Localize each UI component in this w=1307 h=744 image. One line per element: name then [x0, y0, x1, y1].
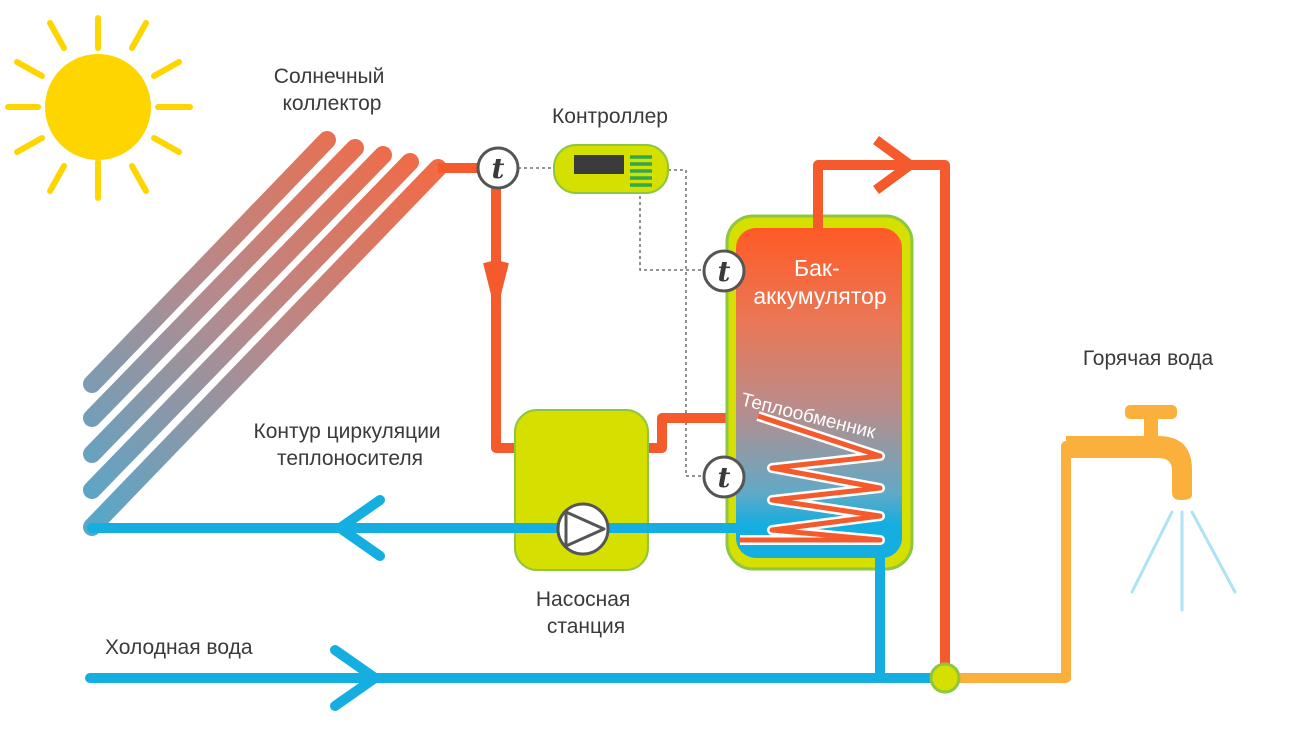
- control-wiring: [518, 167, 720, 477]
- controller-icon: [553, 144, 669, 194]
- temperature-sensor-collector: t: [476, 146, 520, 190]
- solar-collector-label: Солнечный коллектор: [274, 65, 390, 115]
- temperature-sensor-tank-bottom: t: [702, 455, 746, 499]
- tank-label: Бак- аккумулятор: [753, 255, 886, 309]
- sensor-symbol: t: [718, 255, 731, 288]
- cold-water-label: Холодная вода: [105, 636, 253, 659]
- sensor-symbol: t: [492, 152, 505, 185]
- faucet-icon: [1066, 405, 1237, 612]
- heat-exchanger-coil: [740, 411, 885, 545]
- hot-outlet-pipe: [813, 135, 950, 665]
- circulation-loop-label: Контур циркуляции теплоносителя: [254, 420, 447, 470]
- pump-station-label: Насосная станция: [536, 588, 636, 638]
- sensor-symbol: t: [718, 461, 731, 494]
- temperature-sensor-tank-top: t: [702, 249, 746, 293]
- pump-icon: [556, 502, 610, 556]
- solar-collector-tubes: [83, 131, 447, 536]
- return-pipe: [87, 495, 745, 561]
- cold-water-pipe: [85, 550, 950, 711]
- hot-water-pipe: [945, 441, 1150, 683]
- controller-label: Контроллер: [552, 105, 668, 128]
- mixing-junction: [929, 662, 961, 694]
- sun-icon: [5, 15, 193, 201]
- hot-water-label: Горячая вода: [1083, 347, 1214, 370]
- hot-flow-pipe: [438, 163, 760, 453]
